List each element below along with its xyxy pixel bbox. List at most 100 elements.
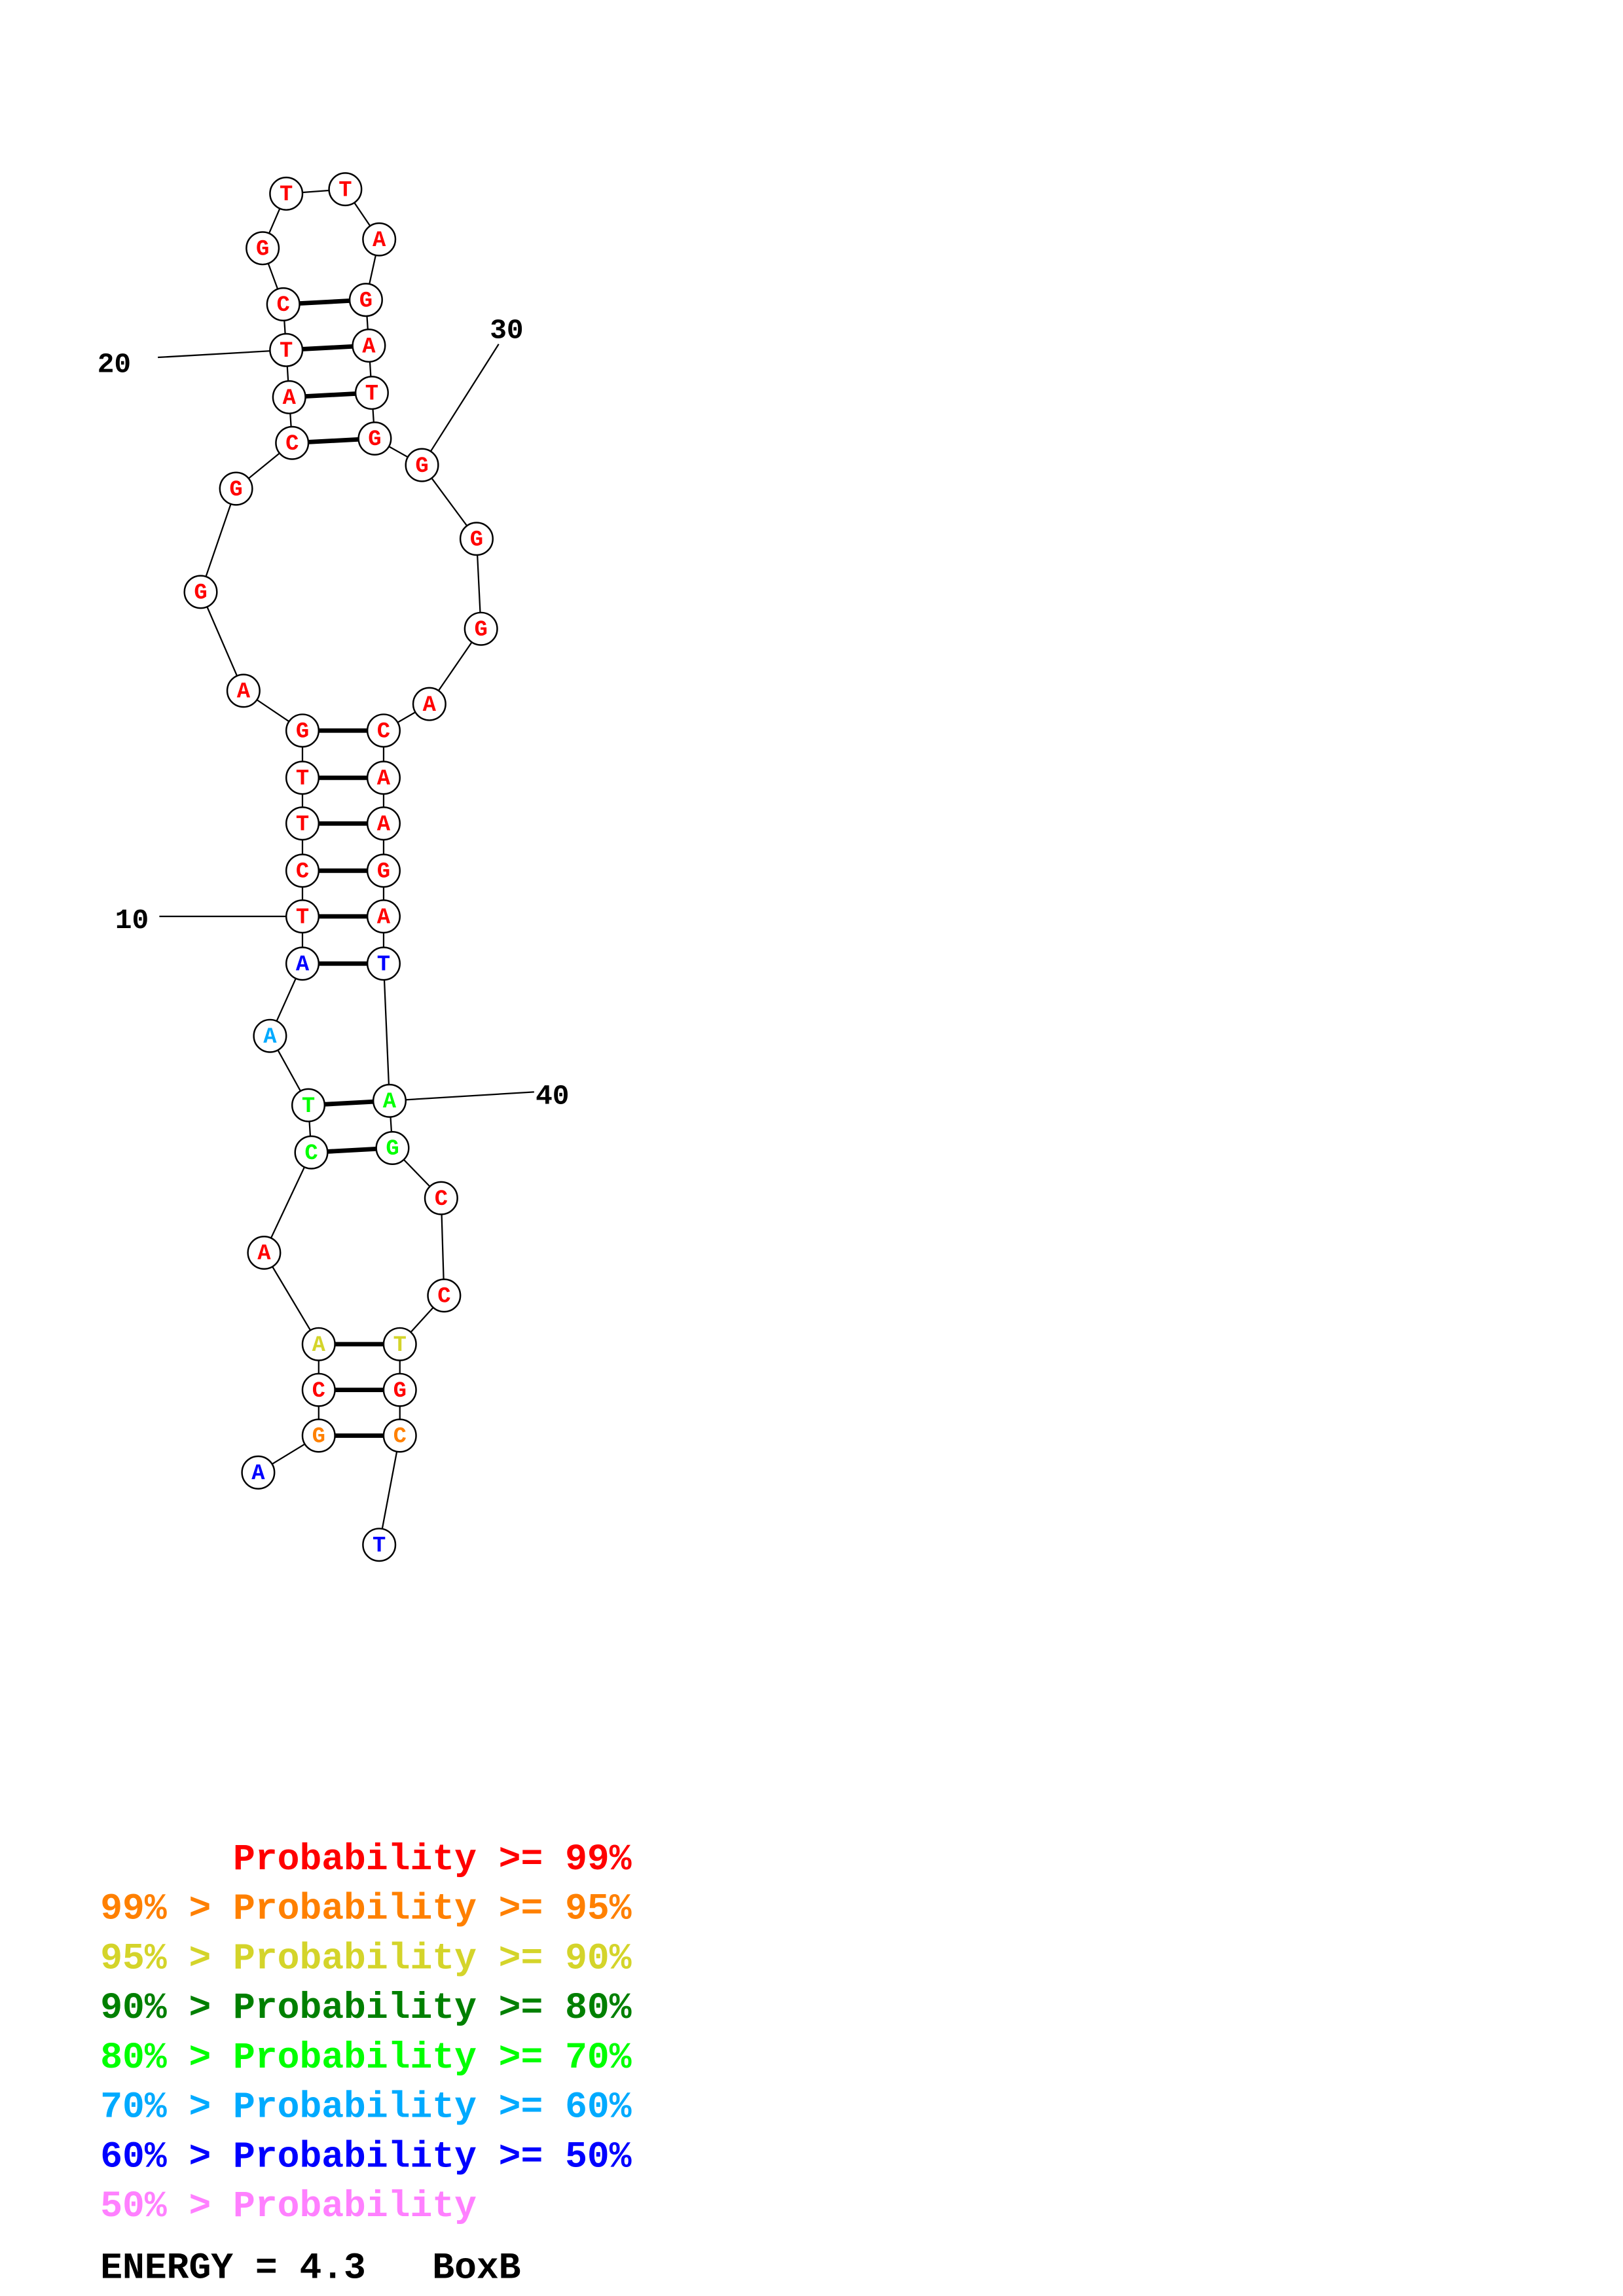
base-letter: T bbox=[296, 905, 309, 930]
base-31: G bbox=[459, 522, 494, 556]
base-circle bbox=[328, 172, 363, 207]
base-16: G bbox=[183, 575, 218, 609]
base-37: G bbox=[366, 853, 401, 888]
base-letter: A bbox=[373, 228, 386, 253]
base-circle bbox=[348, 283, 383, 317]
base-circle bbox=[366, 761, 401, 795]
base-7: T bbox=[291, 1088, 326, 1122]
backbone-segment bbox=[263, 1252, 319, 1345]
base-letter: A bbox=[263, 1025, 277, 1050]
base-28: T bbox=[354, 376, 389, 410]
base-30: G bbox=[405, 448, 439, 482]
base-letter: A bbox=[251, 1462, 265, 1486]
base-letter: G bbox=[393, 1379, 407, 1404]
base-circle bbox=[269, 176, 304, 211]
base-circle bbox=[246, 231, 280, 266]
base-circle bbox=[352, 328, 386, 363]
base-letter: G bbox=[256, 238, 269, 262]
base-letter: T bbox=[377, 953, 390, 978]
base-letter: A bbox=[362, 334, 376, 359]
position-label-30: 30 bbox=[490, 315, 523, 347]
base-letter: G bbox=[415, 454, 428, 479]
base-letter: A bbox=[312, 1333, 326, 1358]
base-circle bbox=[301, 1372, 336, 1407]
base-letter: C bbox=[304, 1141, 318, 1166]
base-circle bbox=[366, 806, 401, 841]
base-letter: A bbox=[377, 767, 391, 792]
base-circle bbox=[362, 1528, 397, 1562]
base-circle bbox=[285, 853, 320, 888]
base-letter: G bbox=[470, 528, 483, 553]
base-circle bbox=[382, 1372, 417, 1407]
base-23: T bbox=[269, 176, 304, 211]
base-letter: C bbox=[296, 860, 309, 885]
base-letter: G bbox=[386, 1137, 399, 1162]
position-label-leader bbox=[389, 1091, 534, 1102]
base-circle bbox=[272, 380, 306, 414]
base-3: C bbox=[301, 1372, 336, 1407]
base-letter: T bbox=[302, 1094, 315, 1119]
base-33: A bbox=[412, 687, 447, 721]
legend-row: Probability >= 99% bbox=[100, 1839, 631, 1880]
base-letter: G bbox=[194, 581, 207, 606]
base-circle bbox=[372, 1083, 407, 1118]
base-letter: C bbox=[435, 1187, 448, 1212]
base-44: T bbox=[382, 1327, 417, 1361]
base-letter: G bbox=[368, 427, 381, 452]
backbone-segment bbox=[378, 1435, 401, 1545]
base-circle bbox=[285, 761, 320, 795]
base-43: C bbox=[427, 1278, 462, 1313]
base-2: G bbox=[301, 1418, 336, 1453]
backbone-segment bbox=[200, 488, 237, 592]
base-circle bbox=[291, 1088, 326, 1122]
base-letter: T bbox=[338, 178, 352, 203]
base-8: A bbox=[253, 1018, 287, 1053]
base-letter: C bbox=[285, 432, 299, 457]
base-4: A bbox=[301, 1327, 336, 1361]
base-circle bbox=[362, 222, 397, 257]
base-letter: C bbox=[437, 1285, 450, 1310]
backbone-segment bbox=[263, 1152, 312, 1253]
base-circle bbox=[427, 1278, 462, 1313]
base-circle bbox=[301, 1418, 336, 1453]
base-10: T bbox=[285, 899, 320, 934]
legend-row: 50% > Probability bbox=[100, 2185, 477, 2227]
base-12: T bbox=[285, 806, 320, 841]
base-letter: A bbox=[423, 693, 437, 718]
base-letter: T bbox=[365, 382, 378, 406]
base-15: A bbox=[226, 673, 261, 708]
base-letter: G bbox=[359, 289, 373, 314]
base-circle bbox=[226, 673, 261, 708]
base-34: C bbox=[366, 713, 401, 748]
base-14: G bbox=[285, 713, 320, 748]
base-letter: T bbox=[296, 767, 309, 792]
base-letter: C bbox=[377, 719, 390, 744]
base-circle bbox=[366, 946, 401, 981]
base-circle bbox=[253, 1018, 287, 1053]
base-letter: C bbox=[277, 293, 290, 318]
base-36: A bbox=[366, 806, 401, 841]
base-circle bbox=[301, 1327, 336, 1361]
base-circle bbox=[354, 376, 389, 410]
base-letter: G bbox=[296, 719, 309, 744]
base-9: A bbox=[285, 946, 320, 981]
base-letter: T bbox=[280, 183, 293, 207]
base-41: G bbox=[375, 1130, 410, 1166]
base-circle bbox=[183, 575, 218, 609]
base-circle bbox=[412, 687, 447, 721]
position-label-10: 10 bbox=[115, 905, 149, 937]
base-circle bbox=[375, 1130, 410, 1166]
base-32: G bbox=[464, 611, 498, 646]
base-circle bbox=[405, 448, 439, 482]
base-35: A bbox=[366, 761, 401, 795]
legend-row: 99% > Probability >= 95% bbox=[100, 1888, 631, 1930]
position-label-20: 20 bbox=[98, 349, 131, 381]
base-29: G bbox=[357, 421, 392, 456]
base-19: A bbox=[272, 380, 306, 414]
base-6: C bbox=[294, 1135, 329, 1170]
base-circle bbox=[382, 1327, 417, 1361]
base-letter: G bbox=[475, 618, 488, 643]
base-26: G bbox=[348, 283, 383, 317]
position-label-leader bbox=[158, 349, 287, 359]
